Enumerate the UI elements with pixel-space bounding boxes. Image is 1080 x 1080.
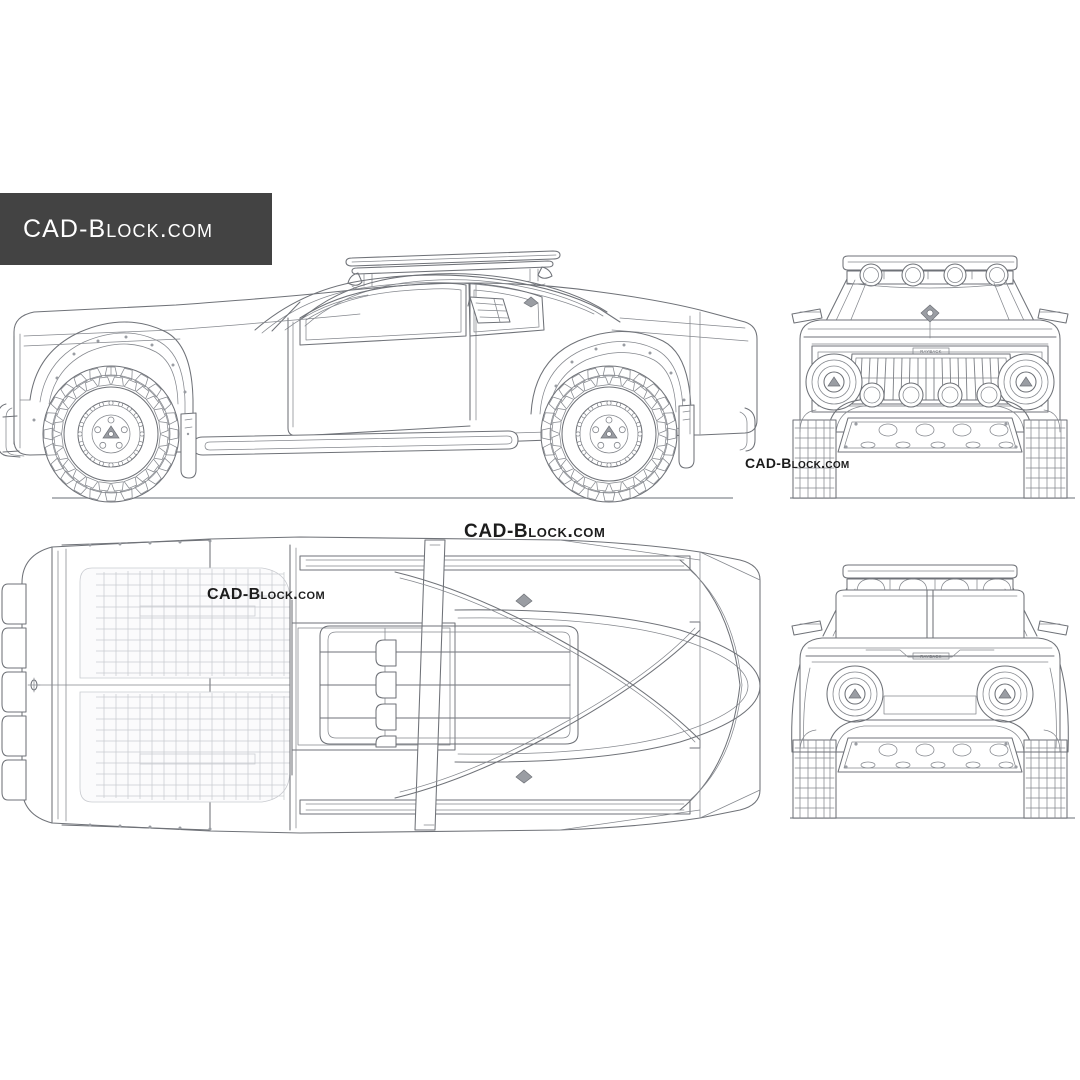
rear-view-group: RAYBACK	[791, 564, 1069, 819]
top-side-vents	[1, 583, 27, 801]
top-rear-deck	[679, 559, 741, 811]
rear-skid-plate	[837, 737, 1023, 773]
side-roll-cage	[299, 273, 608, 321]
side-front-wheel	[42, 365, 180, 503]
cad-block-logo-banner: CAD-Block.com	[0, 193, 272, 265]
top-view-group	[1, 536, 761, 834]
front-hood-emblem	[920, 304, 940, 339]
front-mirror-right	[1037, 308, 1069, 324]
side-bull-bar-front	[0, 403, 25, 458]
front-headlight-right	[997, 353, 1055, 411]
rear-mirror-right	[1037, 620, 1069, 636]
rear-tail-light-left	[826, 665, 884, 723]
front-tire-right	[1023, 419, 1068, 499]
logo-text: CAD-Block.com	[23, 214, 214, 243]
rear-badge: RAYBACK	[865, 649, 995, 660]
rear-mirror-left	[791, 620, 823, 636]
side-front-mudflap	[180, 412, 197, 479]
side-greenhouse	[254, 274, 621, 331]
top-windshield	[291, 622, 456, 751]
side-rear-wheel	[540, 365, 678, 503]
watermark-center: CAD-Block.com	[464, 521, 606, 542]
rear-badge-text: RAYBACK	[920, 654, 941, 659]
front-fog-lamps	[859, 382, 1002, 408]
side-a-pillar	[271, 301, 301, 332]
side-front-flare-rivets	[32, 335, 190, 422]
top-hood-mesh-upper	[79, 567, 291, 679]
side-quarter-window	[468, 282, 545, 337]
rear-tail-light-right	[976, 665, 1034, 723]
rear-tire-left	[792, 739, 837, 819]
rear-light-bar	[842, 564, 1018, 597]
front-a-pillars	[822, 278, 1038, 328]
top-hood-pin	[27, 677, 41, 693]
side-rear-hook	[739, 407, 756, 452]
side-window	[299, 282, 467, 346]
side-badge	[523, 296, 539, 308]
rear-window	[835, 589, 1025, 649]
front-light-bar	[842, 255, 1018, 289]
side-rear-deck	[619, 317, 746, 329]
front-headlight-left	[805, 353, 863, 411]
side-mirror	[467, 296, 511, 324]
top-badge-lower	[515, 769, 533, 784]
front-mirror-left	[791, 308, 823, 324]
side-view-group	[0, 250, 758, 503]
watermark-front-view: CAD-Block.com	[745, 455, 850, 471]
top-hood-mesh-lower	[79, 691, 291, 803]
top-badge-upper	[515, 593, 533, 608]
side-beltline	[23, 313, 361, 337]
top-roll-cage	[319, 571, 701, 799]
top-roof	[454, 609, 761, 763]
front-view-group: RAYBACK	[791, 255, 1069, 499]
watermark-top-view: CAD-Block.com	[207, 586, 326, 603]
side-rear-mudflap	[678, 404, 695, 469]
front-tire-left	[792, 419, 837, 499]
side-rear-fender-flare	[530, 330, 692, 437]
front-roof-lamps	[859, 263, 1009, 287]
front-skid-plate	[837, 417, 1023, 453]
rear-tire-right	[1023, 739, 1068, 819]
side-front-fender-flare	[29, 321, 194, 433]
front-grille-badge-text: RAYBACK	[920, 349, 941, 354]
top-hood-rivets	[88, 539, 212, 831]
